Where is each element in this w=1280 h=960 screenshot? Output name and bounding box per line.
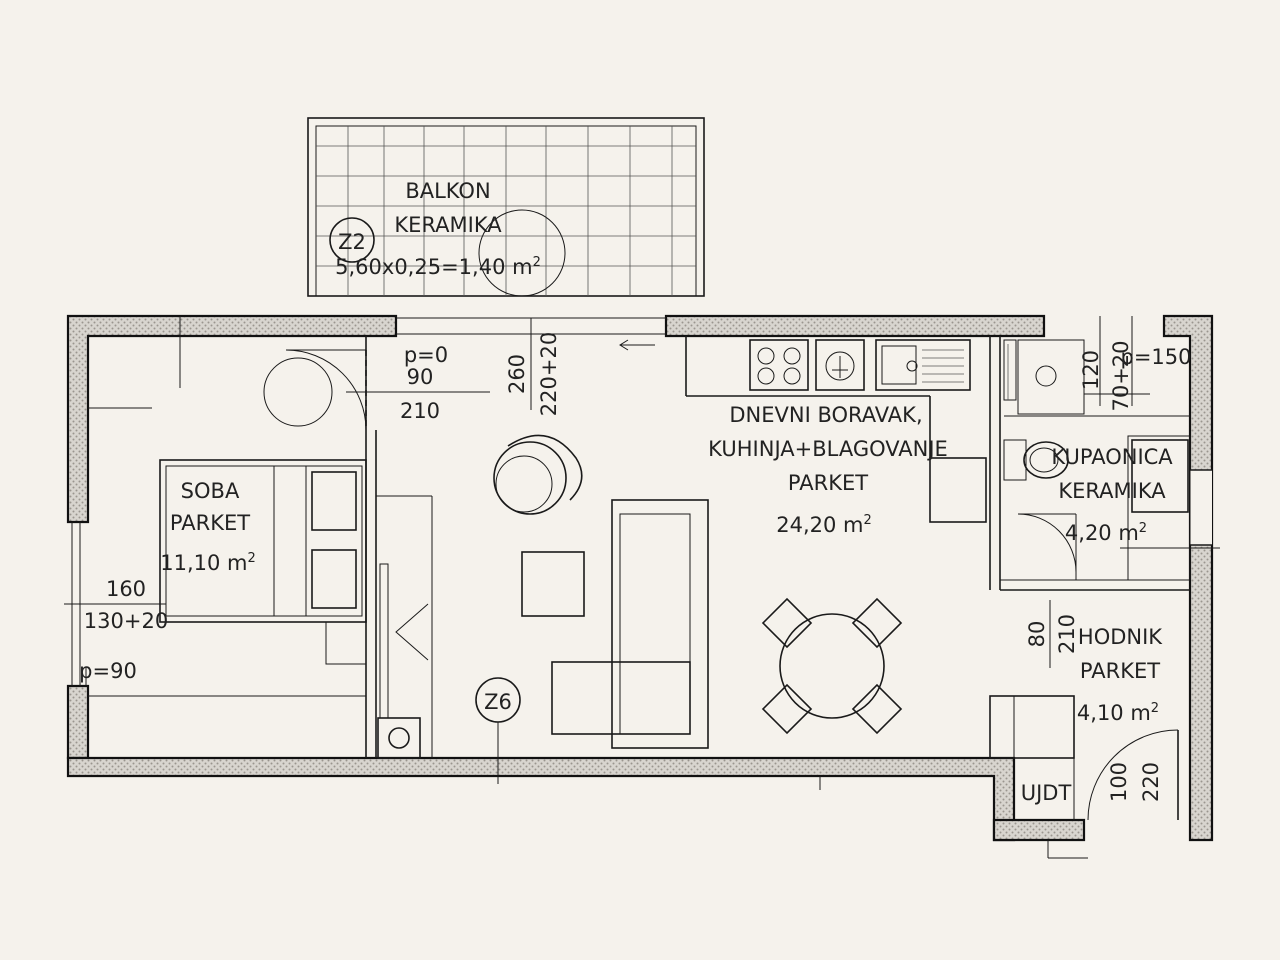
bath-cabinet — [1131, 439, 1189, 513]
dim-soba-door-p: p=0 — [404, 343, 448, 367]
marker-z2: Z2 — [338, 230, 366, 254]
dim-soba-door-h: 210 — [400, 399, 440, 423]
dim-soba-parapet: p=90 — [79, 659, 137, 683]
kupaonica-floor: KERAMIKA — [1058, 479, 1166, 503]
dnevni-area: 24,20 m2 — [776, 513, 872, 537]
dishwasher — [815, 339, 865, 391]
wardrobe — [376, 495, 433, 759]
dnevni-name-1: DNEVNI BORAVAK, — [729, 403, 922, 427]
washbasin — [1017, 339, 1085, 415]
dnevni-floor: PARKET — [788, 471, 868, 495]
dim-entry-door-h: 220 — [1139, 762, 1163, 802]
hodnik-name: HODNIK — [1078, 625, 1163, 649]
soba-floor: PARKET — [170, 511, 250, 535]
dining-set — [761, 597, 903, 735]
hall-cabinet — [989, 695, 1075, 759]
pillow-top — [311, 471, 357, 531]
walls — [66, 314, 1214, 842]
dim-entry-door-w: 100 — [1107, 762, 1131, 802]
coffee-table — [521, 551, 585, 617]
kitchen — [749, 339, 971, 391]
balcony-plant — [478, 209, 566, 297]
hodnik-floor: PARKET — [1080, 659, 1160, 683]
stove — [749, 339, 809, 391]
soba-name: SOBA — [181, 479, 240, 503]
toilet — [1003, 439, 1069, 481]
washing-machine — [377, 717, 421, 759]
bathroom-door-swing — [1017, 513, 1077, 573]
hodnik-area: 4,10 m2 — [1077, 701, 1159, 725]
marker-z6: Z6 — [484, 690, 512, 714]
dim-window-soba: 130+20 — [84, 609, 168, 633]
washing-machine-drum — [388, 727, 410, 749]
balcony — [307, 117, 705, 297]
wall-left-lower — [66, 684, 90, 760]
wall-bottom-left — [66, 756, 1016, 842]
dimension-labels: p=0 90 210 260 220+20 160 130+20 p=90 12… — [79, 318, 1192, 802]
balkon-floor: KERAMIKA — [394, 213, 502, 237]
axis-markers: Z2 Z6 — [329, 217, 821, 790]
soba-area: 11,10 m2 — [160, 551, 256, 575]
balkon-area: 5,60x0,25=1,40 m2 — [335, 255, 541, 279]
dim-bath-window-w: 70+20 — [1109, 340, 1133, 411]
dim-soba-door-w: 90 — [407, 365, 434, 389]
dnevni-name-2: KUHINJA+BLAGOVANJE — [708, 437, 948, 461]
bed — [159, 459, 367, 623]
marker-z2-circle — [329, 217, 375, 263]
bathroom — [1003, 316, 1220, 581]
wall-entrance-left — [992, 818, 1086, 842]
kupaonica-name: KUPAONICA — [1051, 445, 1173, 469]
dim-bath-door-h: 210 — [1055, 614, 1079, 654]
wall-right — [1162, 314, 1214, 842]
sofa — [551, 499, 709, 749]
nightstand — [325, 621, 367, 665]
wall-top-right — [664, 314, 1046, 338]
dim-balcony-door-w: 220+20 — [537, 332, 561, 416]
wall-left-upper — [66, 314, 398, 524]
dim-bath-window-h: 120 — [1079, 350, 1103, 390]
bedroom-door-swing — [285, 349, 367, 431]
entry-door-swing — [1087, 729, 1179, 821]
balcony-tile-grid — [316, 126, 696, 296]
dim-bath-door-w: 80 — [1025, 621, 1049, 648]
dim-balcony-door-h: 260 — [505, 354, 529, 394]
room-labels: BALKON KERAMIKA 5,60x0,25=1,40 m2 SOBA P… — [160, 179, 1173, 805]
balkon-name: BALKON — [405, 179, 490, 203]
bedroom — [64, 316, 367, 697]
pillow-bottom — [311, 549, 357, 609]
sink — [875, 339, 971, 391]
kupaonica-area: 4,20 m2 — [1065, 521, 1147, 545]
dim-bed-w: 160 — [106, 577, 146, 601]
living-room — [493, 434, 903, 749]
dim-bath-parapet: p=150 — [1120, 345, 1191, 369]
ujdt-label: UJDT — [1021, 781, 1072, 805]
hallway — [989, 600, 1179, 859]
bedroom-plant — [263, 357, 333, 427]
armchair — [493, 434, 583, 515]
